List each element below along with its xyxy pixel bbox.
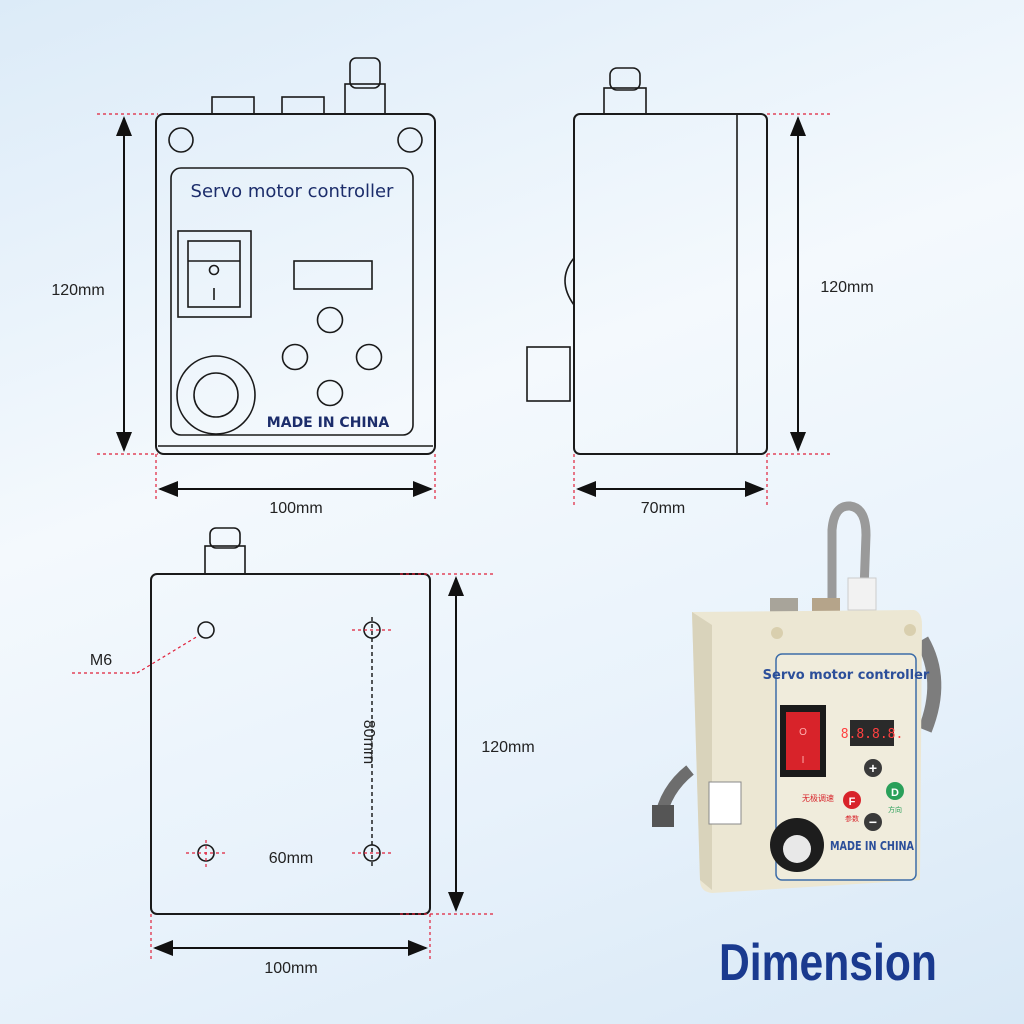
photo-footer: MADE IN CHINA [830, 839, 915, 853]
product-photo: Servo motor controller O I 8.8.8.8. + − … [652, 501, 942, 893]
hole-vertical-label: 80mm [360, 720, 377, 764]
photo-title: Servo motor controller [763, 668, 930, 683]
side-view: 120mm 70mm [526, 67, 874, 517]
front-footer: MADE IN CHINA [267, 415, 390, 431]
side-height-label: 120mm [820, 279, 873, 296]
speed-label: 无极调速 [802, 793, 834, 803]
m6-label: M6 [90, 652, 112, 669]
hole-horizontal-label: 60mm [269, 850, 313, 867]
front-height-label: 120mm [51, 282, 104, 299]
minus-button: − [869, 814, 877, 830]
back-height-label: 120mm [481, 739, 534, 756]
back-width-label: 100mm [264, 960, 317, 977]
plus-button: + [869, 760, 877, 776]
front-width-label: 100mm [269, 500, 322, 517]
front-view: Servo motor controller MADE IN CHINA 120… [51, 57, 436, 517]
photo-display: 8.8.8.8. [841, 727, 904, 742]
f-label: 参数 [845, 814, 859, 823]
switch-off-mark: O [799, 727, 807, 738]
back-view: M6 80mm 60mm 120mm 100mm [72, 527, 535, 977]
front-title: Servo motor controller [191, 181, 394, 202]
d-label: 方向 [888, 805, 902, 814]
f-button: F [849, 796, 856, 808]
dimension-heading: Dimension [719, 934, 937, 992]
side-depth-label: 70mm [641, 500, 685, 517]
switch-on-mark: I [802, 755, 805, 766]
d-button: D [891, 787, 899, 799]
